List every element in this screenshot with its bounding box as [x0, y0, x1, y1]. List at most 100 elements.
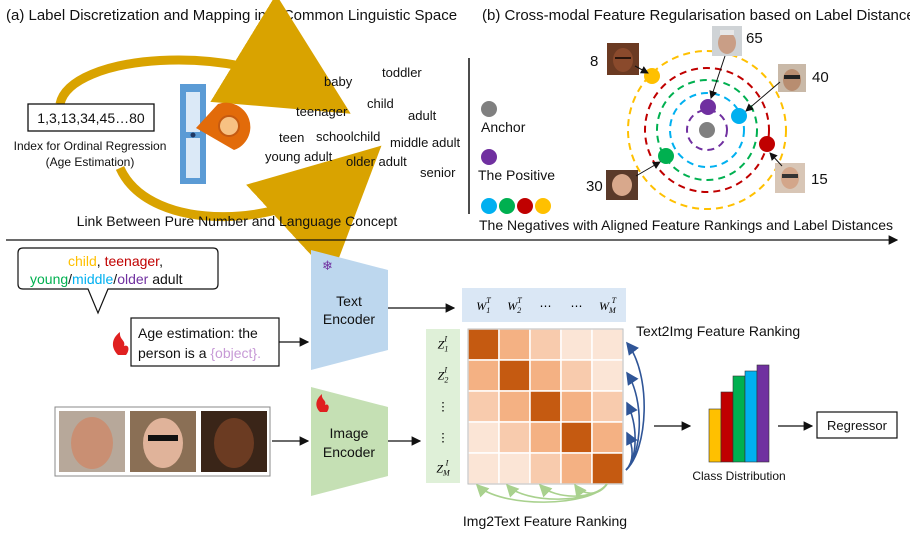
- word-older-adult: older adult: [346, 154, 407, 169]
- upper-curve-arrow: [55, 0, 351, 114]
- word-teen: teen: [279, 130, 304, 145]
- prompt-line-2: person is a {object}.: [138, 345, 261, 361]
- class-distribution-chart: [708, 364, 770, 463]
- bubble-slash-1: /: [68, 271, 72, 287]
- matrix-cell: [467, 359, 500, 392]
- matrix-cell: [529, 328, 562, 361]
- dist-bar-4: [744, 370, 758, 463]
- prompt-line-2-text: person is a: [138, 345, 210, 361]
- bubble-middle: middle: [72, 271, 113, 287]
- w-header-cell: W2T: [507, 296, 522, 315]
- bubble-teenager: teenager: [105, 253, 161, 269]
- img2text-arrows: [475, 483, 608, 503]
- negative-point-yellow: [644, 68, 660, 84]
- w-header-cell: W1T: [476, 296, 491, 315]
- face-images: [54, 406, 271, 477]
- prompt-object: {object}.: [210, 345, 261, 361]
- concentric-rings: [627, 50, 787, 210]
- word-baby: baby: [324, 74, 353, 89]
- negative-point-green: [658, 148, 674, 164]
- matrix-cell: [529, 452, 562, 485]
- legend-negatives-label: The Negatives with Aligned Feature Ranki…: [479, 217, 893, 233]
- bubble-comma-2: ,: [159, 253, 163, 269]
- word-senior: senior: [420, 165, 456, 180]
- face-thumb-8: [607, 43, 639, 75]
- image-encoder: [311, 387, 388, 496]
- dist-bar-2: [720, 391, 734, 463]
- matrix-cell: [591, 359, 624, 392]
- face-thumb-15: [775, 163, 805, 193]
- word-adult: adult: [408, 108, 437, 123]
- arrow-65: [709, 55, 726, 99]
- matrix-cell: [498, 328, 531, 361]
- panel-a-title: (a) Label Discretization and Mapping int…: [6, 7, 457, 24]
- word-toddler: toddler: [382, 65, 422, 80]
- negative-point-blue: [731, 108, 747, 124]
- z-header-cell: ⋮: [437, 431, 449, 445]
- z-header-cell: Z1I: [438, 335, 449, 354]
- anchor-point: [699, 122, 715, 138]
- face-thumb-40: [778, 64, 806, 92]
- word-teenager: teenager: [296, 104, 348, 119]
- matrix-cell: [591, 421, 624, 454]
- class-distribution-label: Class Distribution: [692, 469, 785, 483]
- bubble-young: young: [30, 271, 68, 287]
- positive-point: [700, 99, 716, 115]
- word-young-adult: young adult: [265, 149, 333, 164]
- matrix-cell: [560, 390, 593, 423]
- matrix-cell: [467, 421, 500, 454]
- bubble-adult: adult: [148, 271, 182, 287]
- face-thumb-65: [712, 26, 742, 56]
- matrix-cell: [560, 421, 593, 454]
- text-encoder-label-2: Encoder: [323, 311, 375, 327]
- bubble-child: child: [68, 253, 97, 269]
- w-header-cell: ⋯: [571, 299, 583, 313]
- legend-negative-blue: [481, 198, 497, 214]
- word-middle-adult: middle adult: [390, 135, 460, 150]
- age-8: 8: [590, 53, 598, 70]
- text2img-label: Text2Img Feature Ranking: [636, 323, 800, 339]
- matrix-cell: [529, 421, 562, 454]
- bubble-line-2: young/middle/older adult: [30, 271, 183, 287]
- matrix-cell: [467, 328, 500, 361]
- img2text-label: Img2Text Feature Ranking: [463, 513, 627, 529]
- text-encoder: [311, 250, 388, 370]
- bubble-slash-2: /: [113, 271, 117, 287]
- matrix-cell: [591, 452, 624, 485]
- w-header-cell: WMT: [599, 296, 617, 315]
- bubble-comma-1: ,: [97, 253, 105, 269]
- word-child: child: [367, 96, 394, 111]
- legend-negative-green: [499, 198, 515, 214]
- matrix-cell: [560, 359, 593, 392]
- regressor-box: [816, 411, 898, 439]
- index-box-label: 1,3,13,34,45…80: [37, 110, 145, 126]
- fire-icon-image-encoder: [316, 394, 329, 412]
- text-encoder-label-1: Text: [336, 293, 362, 309]
- legend-negative-yellow: [535, 198, 551, 214]
- panel-b-title: (b) Cross-modal Feature Regularisation b…: [482, 7, 910, 24]
- age-30: 30: [586, 178, 603, 195]
- age-15: 15: [811, 171, 828, 188]
- face-thumb-30: [606, 170, 638, 200]
- matrix-cell: [560, 328, 593, 361]
- w-header-row: [462, 288, 626, 322]
- negative-point-red: [759, 136, 775, 152]
- legend-positive-dot: [481, 149, 497, 165]
- snowflake-icon: ❄: [322, 259, 333, 274]
- matrix-cell: [529, 359, 562, 392]
- legend-negative-red: [517, 198, 533, 214]
- legend-positive-label: The Positive: [478, 167, 555, 183]
- arrow-15: [769, 152, 783, 167]
- prompt-line-1: Age estimation: the: [138, 325, 258, 341]
- matrix-cell: [560, 452, 593, 485]
- z-header-cell: ZMI: [436, 459, 451, 478]
- w-header-cell: ⋯: [540, 299, 552, 313]
- age-40: 40: [812, 69, 829, 86]
- legend-anchor-label: Anchor: [481, 119, 526, 135]
- matrix-cell: [591, 328, 624, 361]
- image-encoder-label-2: Encoder: [323, 444, 375, 460]
- arrow-40: [745, 81, 781, 112]
- dist-bar-5: [756, 364, 770, 463]
- age-65: 65: [746, 30, 763, 47]
- matrix-cell: [498, 421, 531, 454]
